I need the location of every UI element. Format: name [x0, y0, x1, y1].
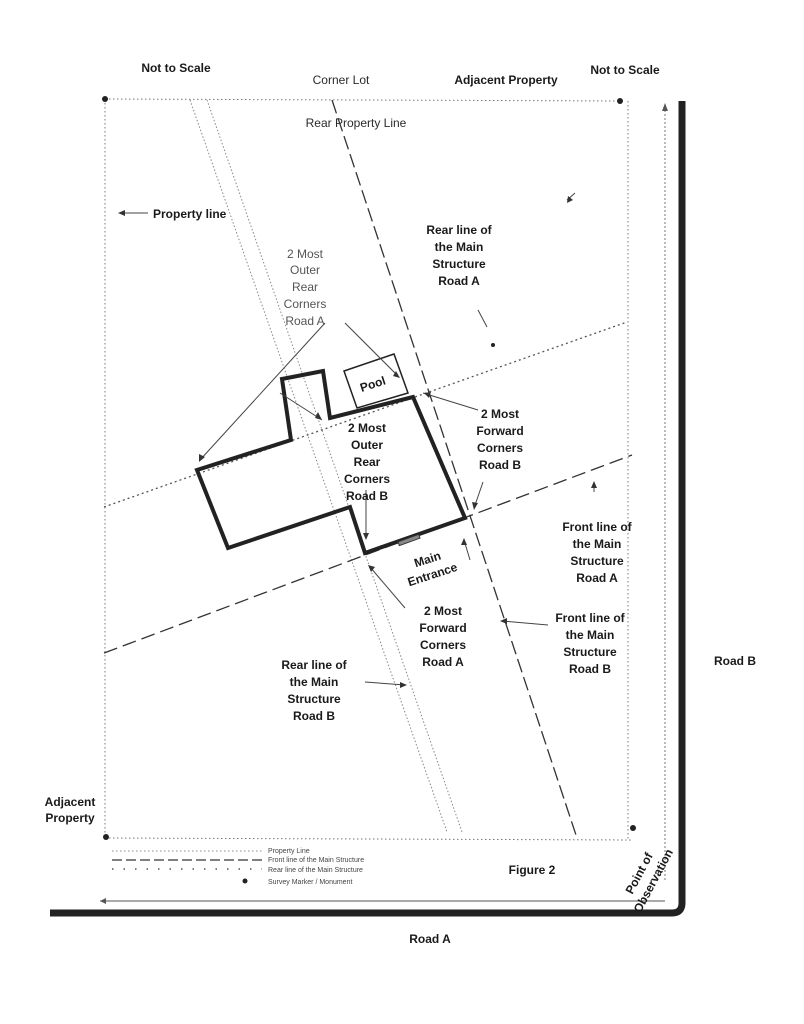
- corner-lot-label: Corner Lot: [313, 73, 370, 87]
- arrow-head-icon: [461, 538, 467, 545]
- legend-item: Survey Marker / Monument: [268, 879, 352, 886]
- svg-text:Corners: Corners: [477, 441, 523, 455]
- survey-marker: [102, 96, 108, 102]
- legend: Property Line Front line of the Main Str…: [112, 848, 364, 886]
- arrow-head-icon: [591, 481, 597, 488]
- svg-text:Structure: Structure: [432, 257, 486, 271]
- leader-arrows: [120, 192, 595, 686]
- arrow-head-icon: [118, 210, 125, 216]
- svg-text:Front line of: Front line of: [555, 611, 625, 625]
- svg-text:the Main: the Main: [573, 537, 622, 551]
- svg-text:Road B: Road B: [569, 662, 611, 676]
- main-structure: [194, 368, 468, 556]
- front-line-road-b-label: Front line of the Main Structure Road B: [555, 611, 625, 676]
- svg-text:Road B: Road B: [293, 709, 335, 723]
- svg-text:2 Most: 2 Most: [348, 421, 386, 435]
- arrow-head-icon: [315, 412, 322, 420]
- svg-text:Road B: Road B: [346, 489, 388, 503]
- legend-item: Rear line of the Main Structure: [268, 867, 363, 874]
- svg-text:2 Most: 2 Most: [481, 407, 519, 421]
- svg-text:Property: Property: [45, 811, 95, 825]
- figure-label: Figure 2: [509, 863, 556, 877]
- svg-text:Front line of: Front line of: [562, 520, 632, 534]
- svg-text:Rear line of: Rear line of: [426, 223, 492, 237]
- arrow-head-icon: [424, 392, 431, 398]
- rear-line-road-b-label: Rear line of the Main Structure Road B: [281, 658, 347, 723]
- property-line-label: Property line: [153, 207, 227, 221]
- forward-road-a-label: 2 Most Forward Corners Road A: [419, 604, 466, 669]
- survey-marker: [103, 834, 109, 840]
- svg-text:Road A: Road A: [576, 571, 618, 585]
- arrow-head-icon: [662, 103, 668, 111]
- svg-text:Road A: Road A: [438, 274, 480, 288]
- point-of-observation-label: Point of Observation: [623, 847, 676, 915]
- legend-item: Property Line: [268, 848, 310, 855]
- survey-marker-legend-icon: [242, 878, 248, 884]
- svg-text:Outer: Outer: [351, 438, 383, 452]
- svg-text:Adjacent: Adjacent: [45, 795, 96, 809]
- svg-text:Road A: Road A: [422, 655, 464, 669]
- survey-marker: [630, 825, 636, 831]
- arrow-head-icon: [472, 502, 478, 510]
- svg-text:Structure: Structure: [563, 645, 617, 659]
- svg-text:2 Most: 2 Most: [424, 604, 462, 618]
- arrow-head-icon: [567, 196, 573, 203]
- arrow-heads: [118, 196, 597, 688]
- property-boundary: [104, 98, 633, 841]
- front-line-road-a-label: Front line of the Main Structure Road A: [562, 520, 632, 585]
- arrow-head-icon: [100, 898, 106, 904]
- survey-marker: [491, 343, 495, 347]
- adjacent-property-left-label: Adjacent Property: [45, 795, 96, 825]
- svg-text:Corners: Corners: [284, 297, 327, 311]
- pool: [343, 353, 409, 409]
- svg-text:Corners: Corners: [420, 638, 466, 652]
- outer-rear-road-b-label: 2 Most Outer Rear Corners Road B: [344, 421, 390, 503]
- svg-text:2 Most: 2 Most: [287, 247, 324, 261]
- svg-text:Road A: Road A: [285, 314, 324, 328]
- not-to-scale-right: Not to Scale: [590, 63, 660, 77]
- svg-text:Forward: Forward: [419, 621, 466, 635]
- arrow-head-icon: [199, 454, 205, 462]
- main-entrance-label: Main Entrance: [406, 549, 459, 590]
- rear-property-line: [104, 98, 621, 102]
- svg-text:the Main: the Main: [566, 628, 615, 642]
- svg-text:Structure: Structure: [287, 692, 341, 706]
- road-a-label: Road A: [409, 932, 451, 946]
- svg-text:Corners: Corners: [344, 472, 390, 486]
- svg-text:Outer: Outer: [290, 263, 320, 277]
- arrow-head-icon: [363, 533, 369, 540]
- adjacent-property-top: Adjacent Property: [454, 73, 558, 87]
- front-property-line: [104, 837, 633, 841]
- legend-item: Front line of the Main Structure: [268, 857, 364, 864]
- svg-text:Road B: Road B: [479, 458, 521, 472]
- arrow-head-icon: [368, 565, 375, 572]
- rear-line-road-a-label: Rear line of the Main Structure Road A: [426, 223, 492, 288]
- arrow-head-icon: [400, 682, 407, 688]
- arrow-head-icon: [500, 618, 507, 624]
- svg-text:Rear: Rear: [354, 455, 381, 469]
- front-line-road-b: [331, 99, 577, 836]
- svg-text:the Main: the Main: [435, 240, 484, 254]
- svg-text:the Main: the Main: [290, 675, 339, 689]
- road-boundary: [50, 101, 686, 917]
- svg-text:Rear line of: Rear line of: [281, 658, 347, 672]
- main-entrance-marker: [397, 533, 421, 547]
- svg-text:Rear: Rear: [292, 280, 318, 294]
- not-to-scale-left: Not to Scale: [141, 61, 211, 75]
- road-b-label: Road B: [714, 654, 756, 668]
- svg-text:Structure: Structure: [570, 554, 624, 568]
- rear-property-line-label: Rear Property Line: [306, 116, 407, 130]
- svg-text:Forward: Forward: [476, 424, 523, 438]
- survey-marker: [617, 98, 623, 104]
- survey-markers: [102, 96, 636, 840]
- outer-rear-road-a-label: 2 Most Outer Rear Corners Road A: [284, 247, 327, 328]
- arrow-head-icon: [393, 371, 400, 378]
- forward-road-b-label: 2 Most Forward Corners Road B: [476, 407, 523, 472]
